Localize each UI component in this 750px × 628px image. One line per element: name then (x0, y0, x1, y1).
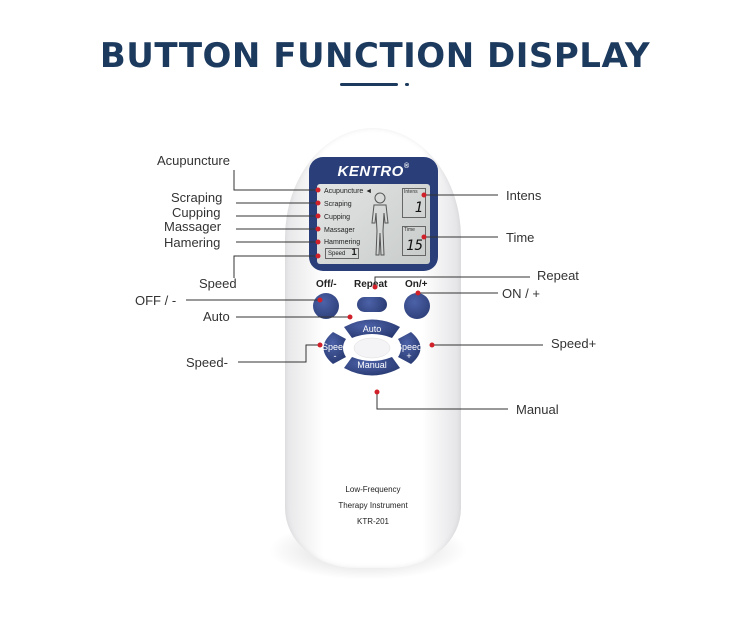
callout-manual: Manual (516, 402, 559, 417)
lcd-intens-box: Intens 1 (402, 188, 426, 218)
auto-button-label: Auto (362, 324, 382, 334)
device-display: KENTRO® Acupuncture ◄ Scraping Cupping M… (309, 157, 438, 271)
repeat-button-label: Repeat (354, 279, 388, 290)
callout-speed-plus: Speed+ (551, 336, 597, 351)
speed-minus-label: Speed- (321, 342, 349, 361)
callout-intens: Intens (506, 188, 542, 203)
speed-plus-button[interactable] (398, 332, 421, 364)
callout-cupping: Cupping (172, 205, 221, 220)
speed-minus-button[interactable] (323, 332, 347, 364)
lcd-mode-massager: Massager (324, 227, 355, 234)
off-minus-button[interactable] (313, 293, 339, 319)
page-title: BUTTON FUNCTION DISPLAY (99, 36, 651, 76)
callout-repeat: Repeat (537, 268, 579, 283)
title-underline (340, 83, 398, 86)
device-footer-model: KTR-201 (356, 517, 389, 526)
callout-hamering: Hamering (164, 235, 221, 250)
callout-time: Time (506, 230, 535, 245)
callout-speed-minus: Speed- (186, 355, 228, 370)
lcd-mode-cupping: Cupping (324, 214, 351, 221)
device-footer-line-2: Therapy Instrument (338, 501, 408, 510)
callout-acupuncture: Acupuncture (157, 153, 230, 168)
on-button-label: On/+ (405, 279, 428, 290)
callout-scraping: Scraping (171, 190, 223, 205)
center-button[interactable] (353, 337, 391, 359)
off-button-label: Off/- (316, 279, 337, 290)
callout-speed: Speed (199, 276, 237, 291)
repeat-button[interactable] (357, 297, 387, 312)
speed-plus-label: Speed+ (395, 342, 423, 361)
auto-button[interactable] (344, 319, 400, 339)
human-body-icon (371, 192, 389, 256)
brand-logo: KENTRO® (337, 163, 410, 180)
lcd-mode-acupuncture: Acupuncture ◄ (324, 188, 373, 195)
callout-dots (315, 187, 435, 395)
title-underline-dot (405, 83, 409, 86)
callout-on: ON / + (502, 286, 540, 301)
callout-off: OFF / - (135, 293, 177, 308)
callout-auto: Auto (203, 309, 230, 324)
on-plus-button[interactable] (404, 293, 430, 319)
lcd-time-box: Time 15 (402, 226, 426, 256)
callout-massager: Massager (164, 219, 222, 234)
manual-button-label: Manual (357, 360, 387, 370)
device-footer-line-1: Low-Frequency (345, 485, 401, 494)
lcd-mode-hammering: Hammering (324, 239, 361, 246)
manual-button[interactable] (344, 357, 400, 376)
lcd-screen: Acupuncture ◄ Scraping Cupping Massager … (317, 184, 430, 264)
lcd-mode-scraping: Scraping (324, 201, 352, 208)
